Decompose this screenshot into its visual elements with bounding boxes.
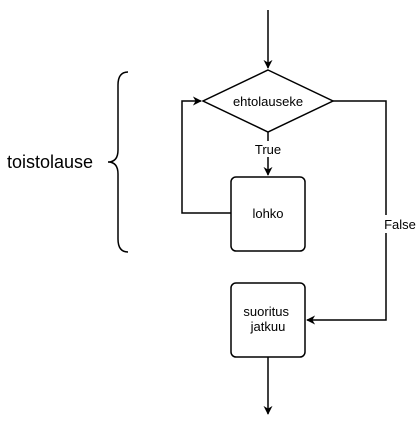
continue-label: suoritus jatkuu xyxy=(243,304,292,334)
loop-back-edge xyxy=(181,96,231,214)
loop-brace xyxy=(107,71,129,253)
block-label: lohko xyxy=(252,206,283,221)
continue-label-line-1: suoritus xyxy=(243,304,289,319)
true-label: True xyxy=(255,142,281,157)
false-edge xyxy=(306,100,387,325)
block-node xyxy=(230,176,306,252)
continue-label-line-2: jatkuu xyxy=(250,319,286,334)
false-label: False xyxy=(384,217,416,232)
loop-label: toistolause xyxy=(7,152,93,172)
condition-label: ehtolauseke xyxy=(233,94,303,109)
